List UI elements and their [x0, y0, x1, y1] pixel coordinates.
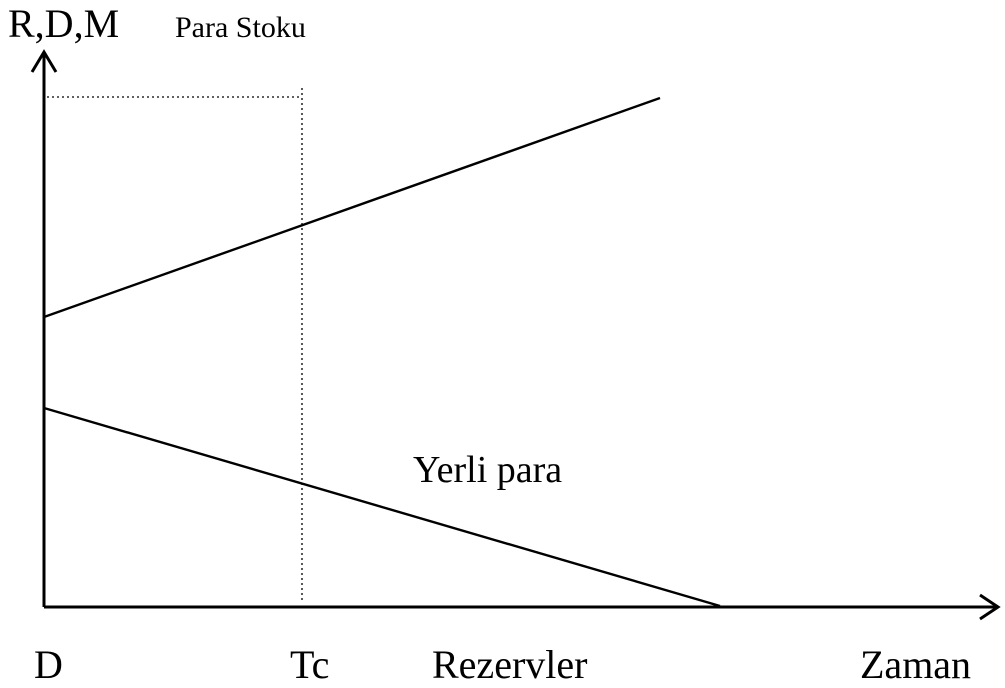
- tc-label: Tc: [290, 642, 329, 687]
- origin-label: D: [34, 642, 63, 687]
- local-money-line: [43, 406, 721, 608]
- x-axis-arrowhead: [979, 593, 1001, 621]
- local-money-label: Yerli para: [413, 449, 562, 491]
- reserves-label: Rezervler: [432, 642, 587, 687]
- y-axis-arrowhead: [30, 49, 58, 73]
- y-axis-label: R,D,M: [8, 1, 119, 46]
- rising-line: [43, 96, 661, 319]
- y-axis-sublabel: Para Stoku: [175, 11, 306, 44]
- x-axis-label: Zaman: [860, 642, 971, 687]
